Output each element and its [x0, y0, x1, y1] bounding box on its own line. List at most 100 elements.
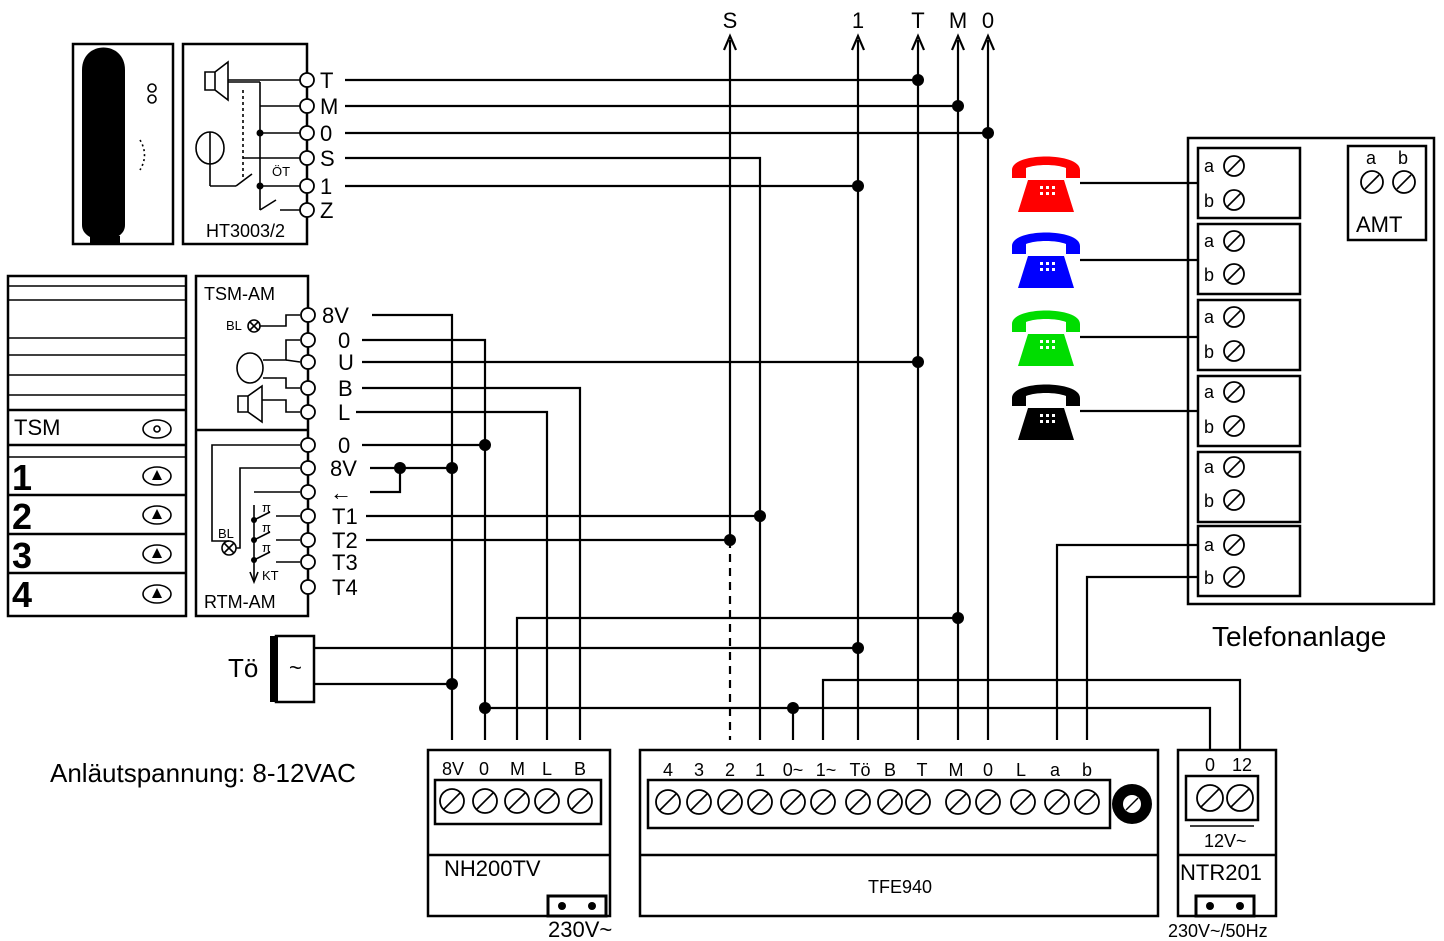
pbx-port: a b	[1196, 222, 1302, 296]
bus-label-m: M	[949, 8, 967, 33]
bell-button-2-number: 2	[12, 496, 32, 537]
kt-label: KT	[262, 568, 279, 583]
port-term-a: a	[1204, 382, 1215, 402]
port-term-a: a	[1204, 231, 1215, 251]
rtm-am-terminals: 0 8V ← T1 T2 T3 T4	[300, 433, 358, 600]
tsm-rtm-module: TSM-AM RTM-AM BL BL π π π KT	[194, 274, 310, 618]
nh-term-8v: 8V	[442, 759, 464, 779]
nh-term-0: 0	[479, 759, 489, 779]
pbx-port: a b	[1196, 450, 1302, 524]
tfe-term-4: 4	[663, 760, 673, 780]
ht-term-1: 1	[320, 174, 332, 199]
rtm-term-8v: 8V	[330, 456, 357, 481]
tsm-label: TSM	[14, 415, 60, 440]
bell-button-1-number: 1	[12, 457, 32, 498]
ntr201-unit: 0 12 12V~ NTR201 230V~/50Hz	[1168, 748, 1278, 941]
tfe-term-1: 1	[755, 760, 765, 780]
tfe-term-3: 3	[694, 760, 704, 780]
ht-term-t: T	[320, 68, 333, 93]
ht3003-terminals: T M 0 S 1 Z	[228, 68, 338, 223]
tfe940-label: TFE940	[868, 877, 932, 897]
port-term-b: b	[1204, 568, 1214, 588]
tfe-term-b2: b	[1082, 760, 1092, 780]
bell-button-3-number: 3	[12, 535, 32, 576]
door-panel: TSM	[6, 274, 188, 618]
tsm-am-terminals: 8V 0 U B L	[300, 303, 354, 425]
bell-icon	[142, 466, 172, 486]
port-term-b: b	[1204, 491, 1214, 511]
port-term-b: b	[1204, 417, 1214, 437]
port-term-a: a	[1204, 307, 1215, 327]
bus-label-1: 1	[852, 8, 864, 33]
bus-lines	[722, 33, 996, 740]
pbx-port: a b	[1196, 374, 1302, 448]
handset-wires	[345, 74, 994, 740]
colored-phones	[1012, 156, 1198, 440]
rtm-lamp-label: BL	[218, 526, 234, 541]
bell-icon	[142, 544, 172, 564]
ntr201-label: NTR201	[1180, 860, 1262, 885]
speaker-icon	[204, 60, 229, 102]
bus-label-0: 0	[982, 8, 994, 33]
bell-button-4-number: 4	[12, 574, 32, 615]
ht-term-s: S	[320, 146, 335, 171]
ht3003-label: HT3003/2	[206, 221, 285, 241]
microphone-icon	[236, 352, 264, 384]
nh-term-l: L	[542, 759, 552, 779]
bus-label-t: T	[911, 8, 924, 33]
pbx-ports: a b a b a b a b a b	[1055, 146, 1302, 740]
toener-label: Tö	[228, 653, 258, 683]
amt-label: AMT	[1356, 212, 1402, 237]
tfe-term-t: T	[917, 760, 928, 780]
handset-icon	[82, 47, 125, 240]
toener: ~ Tö	[228, 634, 864, 704]
svg-text:π: π	[262, 500, 271, 515]
amt-term-b: b	[1398, 148, 1408, 168]
supply-wires	[479, 678, 1242, 750]
camera-lens-icon	[142, 419, 172, 439]
nh200tv-unit: 8V 0 M L B NH200TV 230V~	[426, 748, 612, 941]
tfe-term-0ac: 0~	[783, 760, 804, 780]
telefonanlage-label: Telefonanlage	[1212, 621, 1386, 652]
tfe-term-m: M	[949, 760, 964, 780]
bus-label-s: S	[723, 8, 738, 33]
bell-icon	[142, 584, 172, 604]
door-bell-buttons: 1 2 3 4	[12, 457, 172, 615]
port-term-a: a	[1204, 457, 1215, 477]
tfe940-unit: 4 3 2 1 0~ 1~ Tö B T M 0 L a b TFE940	[638, 748, 1160, 918]
tfe-term-2: 2	[725, 760, 735, 780]
nh-term-b: B	[574, 759, 586, 779]
handset-phone	[71, 42, 175, 246]
port-term-b: b	[1204, 342, 1214, 362]
pbx-port: a b	[1196, 298, 1302, 372]
port-term-a: a	[1204, 535, 1215, 555]
nh200tv-label: NH200TV	[444, 856, 541, 881]
rtm-am-label: RTM-AM	[204, 592, 276, 612]
door-module-wires	[356, 313, 964, 740]
rtm-term-arrow: ←	[330, 480, 352, 505]
rtm-term-t1: T1	[332, 504, 358, 529]
rtm-term-t3: T3	[332, 550, 358, 575]
ntr201-supply-label: 230V~/50Hz	[1168, 921, 1268, 941]
red-phone-icon	[1012, 156, 1080, 212]
bus-label-row: S 1 T M 0	[723, 8, 994, 33]
tfe-term-b: B	[884, 760, 896, 780]
ht-term-z: Z	[320, 198, 333, 223]
tsm-term-8v: 8V	[322, 303, 349, 328]
green-phone-icon	[1012, 310, 1080, 366]
pbx-port: a b	[1196, 524, 1302, 598]
tfe-term-to: Tö	[849, 760, 870, 780]
nh-term-m: M	[510, 759, 525, 779]
amt-term-a: a	[1366, 148, 1377, 168]
tsm-term-b: B	[338, 376, 353, 401]
ht-term-m: M	[320, 94, 338, 119]
tsm-lamp-label: BL	[226, 318, 242, 333]
ntr-term-12: 12	[1232, 755, 1252, 775]
ot-contact-label: ÖT	[272, 164, 290, 179]
svg-text:π: π	[262, 520, 271, 535]
ringing-voltage-note: Anläutspannung: 8-12VAC	[50, 758, 356, 788]
port-term-b: b	[1204, 265, 1214, 285]
tfe-term-a: a	[1050, 760, 1061, 780]
svg-text:π: π	[262, 540, 271, 555]
